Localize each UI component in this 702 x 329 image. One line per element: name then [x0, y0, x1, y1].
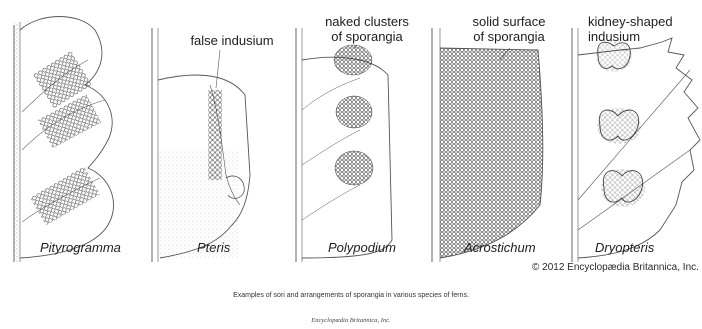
species-acrostichum: Acrostichum	[464, 240, 536, 255]
label-kidney-shaped: kidney-shaped indusium	[588, 14, 698, 44]
panel-polypodium	[296, 28, 392, 262]
copyright-notice: © 2012 Encyclopædia Britannica, Inc.	[532, 262, 702, 273]
species-pteris: Pteris	[197, 240, 230, 255]
label-naked-clusters: naked clusters of sporangia	[308, 14, 426, 44]
kidney-indusia	[596, 40, 645, 207]
panel-dryopteris	[572, 28, 700, 262]
sporangia-clusters	[334, 45, 373, 185]
species-pityrogramma: Pityrogramma	[40, 240, 121, 255]
panel-acrostichum	[432, 28, 543, 262]
label-solid-surface: solid surface of sporangia	[448, 14, 570, 44]
panel-pteris	[152, 28, 250, 262]
figure-caption: Examples of sori and arrangements of spo…	[0, 292, 702, 299]
sporangia-dots	[30, 51, 101, 226]
leader-lines	[216, 46, 628, 88]
panel-pityrogramma	[14, 17, 114, 263]
species-polypodium: Polypodium	[328, 240, 396, 255]
species-dryopteris: Dryopteris	[595, 240, 654, 255]
figure-credit: Encyclopædia Britannica, Inc.	[0, 317, 702, 324]
label-false-indusium: false indusium	[172, 33, 292, 48]
